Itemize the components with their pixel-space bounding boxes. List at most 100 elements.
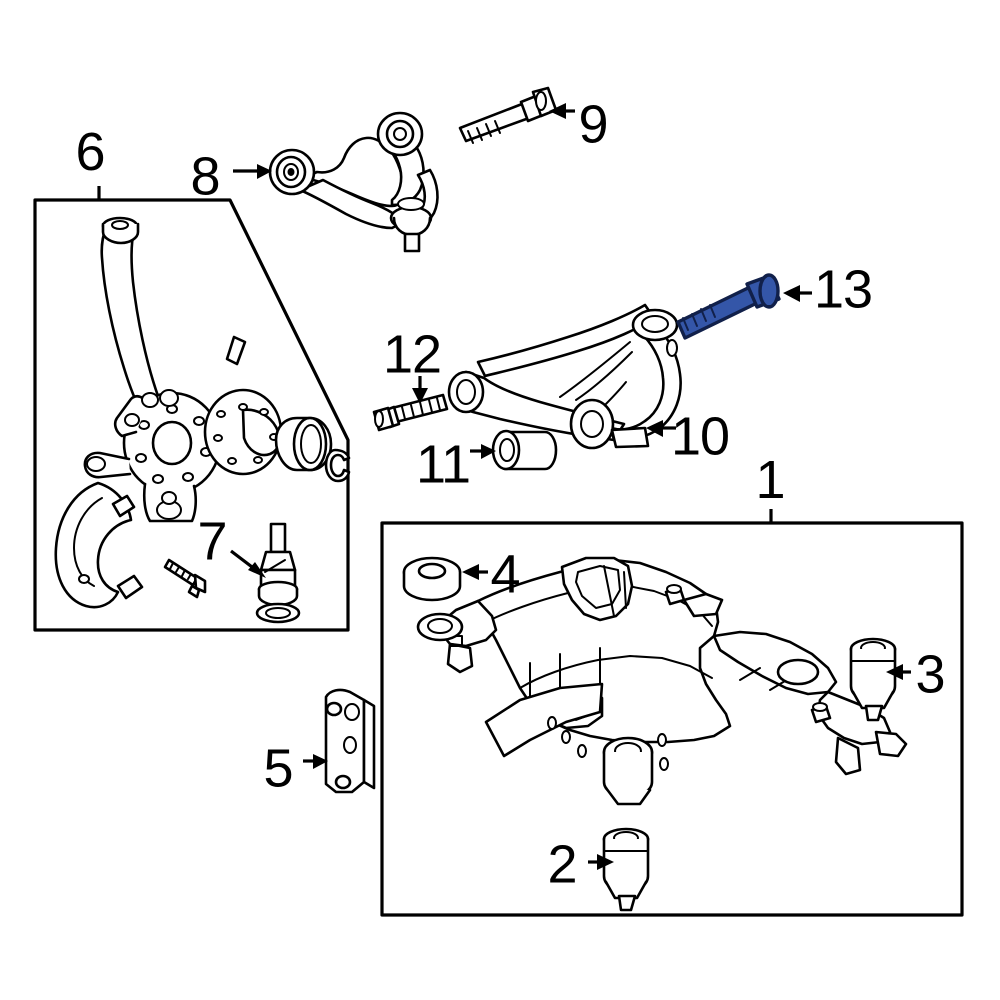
knuckle-strut-top-collar (101, 222, 140, 245)
knuckle-bolt-hole-7 (138, 420, 150, 430)
knuckle-bolt-hole-4 (182, 472, 194, 482)
bracket-hole-mid (343, 736, 357, 754)
washer-bore (417, 562, 447, 580)
callout-label-13[interactable]: 13 (814, 259, 873, 319)
lca-rear-mount-bore (641, 315, 669, 333)
ball-joint-stud (269, 522, 287, 554)
rail-hole-5 (657, 733, 667, 747)
bracket-edge (362, 698, 376, 790)
ball-joint-boot (257, 587, 299, 607)
lower-control-arm[interactable] (447, 303, 682, 450)
subframe-right-bushing-eye (776, 658, 820, 686)
uca-bolt-threads (467, 120, 501, 144)
callout-label-7[interactable]: 7 (197, 511, 227, 571)
callout-label-6[interactable]: 6 (75, 122, 105, 182)
callout-7-pointer (230, 549, 266, 578)
uca-bj-stud (403, 232, 421, 253)
wheel-bearing-race (300, 424, 322, 464)
hub-hole-6 (213, 434, 223, 442)
callout-label-10[interactable]: 10 (671, 406, 730, 466)
subframe-right-tab-2 (874, 730, 908, 758)
callout-label-8[interactable]: 8 (190, 146, 220, 206)
hub-hole-4 (253, 456, 263, 464)
callout-label-5[interactable]: 5 (263, 738, 293, 798)
rail-hole-2 (561, 730, 571, 744)
upper-control-arm-bolt[interactable] (458, 86, 575, 144)
washer-body (402, 570, 462, 602)
steering-knuckle[interactable] (54, 216, 351, 624)
callout-11-pointer (470, 444, 496, 459)
dowel-pin (225, 335, 247, 366)
ball-joint-highlight-line (264, 559, 286, 573)
subframe-boss-top-hole (666, 584, 682, 594)
callout-label-1[interactable]: 1 (755, 450, 785, 510)
callout-label-12[interactable]: 12 (383, 324, 442, 384)
subframe-front-boss-bottom (604, 786, 652, 806)
ball-joint-taper (259, 550, 297, 572)
callout-label-11[interactable]: 11 (416, 434, 471, 494)
uca-front-bushing-center (287, 168, 295, 176)
callout-label-2[interactable]: 2 (547, 834, 577, 894)
lower-ball-joint[interactable] (255, 522, 301, 624)
hub-bolt-flange (187, 584, 201, 599)
callout-label-9[interactable]: 9 (578, 94, 608, 154)
lca-web-line-2 (575, 351, 633, 401)
knuckle-upper-ear-hole-2 (124, 413, 140, 427)
lower-control-arm-bolt[interactable] (372, 376, 449, 432)
subframe-boss-top-plate (682, 592, 724, 618)
subframe-right-tab (834, 736, 862, 776)
rail-hole-4 (659, 757, 669, 771)
knuckle-lower-arm-hole (86, 456, 106, 472)
uca-bj-boot (392, 216, 432, 237)
callout-3-pointer (886, 664, 911, 680)
bolt-13-threads (682, 304, 716, 331)
subframe-crossmember[interactable] (416, 556, 908, 806)
subframe-left-bushing-bore (427, 618, 453, 634)
bushing-3-stud (864, 704, 884, 722)
splash-shield-tab-2 (111, 494, 136, 518)
callout-13-pointer (783, 285, 812, 302)
mounting-bracket[interactable] (303, 688, 376, 794)
callout-label-4[interactable]: 4 (490, 544, 520, 604)
bracket-boss-bottom (334, 774, 352, 790)
snap-ring (324, 448, 351, 483)
upper-control-arm[interactable] (233, 111, 439, 253)
lower-control-arm-mounting-bolt[interactable] (676, 273, 812, 340)
subframe-top-edge (485, 585, 713, 627)
knuckle-bolt-hole-6 (135, 453, 147, 463)
lca-bolt-threads (401, 397, 441, 420)
subframe-bottom-rail (484, 682, 604, 758)
subframe-bushing-rear[interactable] (849, 637, 911, 722)
callout-9-pointer (549, 103, 575, 119)
lca-rear-leg (476, 303, 656, 378)
uca-bj-top (397, 197, 425, 211)
hub-hole-1 (238, 403, 248, 411)
hub-hole-2 (259, 408, 269, 416)
splash-shield-hole (78, 574, 90, 584)
callout-2-pointer (588, 854, 614, 870)
subframe-bushing-front[interactable] (588, 827, 650, 912)
knuckle-hub-bore (151, 420, 193, 466)
bracket-hole-upper (344, 703, 360, 721)
knuckle-bj-stud (161, 491, 177, 505)
knuckle-upper-boss (159, 389, 179, 407)
callout-label-3[interactable]: 3 (915, 644, 945, 704)
knuckle-upper-ear-hole (141, 392, 159, 408)
lca-stabilizer-tab (610, 426, 650, 449)
rail-hole-1 (547, 716, 557, 730)
callout-8-pointer (233, 164, 272, 179)
hub-bolt (163, 558, 207, 599)
lca-rear-mount-hole (666, 339, 678, 357)
lca-bolt-head-face (374, 410, 384, 428)
subframe-washer[interactable] (402, 556, 488, 602)
lower-control-arm-bushing[interactable] (470, 429, 558, 471)
knuckle-strut-bore (111, 220, 129, 230)
ball-joint-washer-bore (265, 607, 291, 619)
subframe-tower-lines (603, 565, 627, 617)
callout-10-pointer (646, 420, 676, 437)
lca-web-line-1 (559, 341, 631, 398)
uca-rear-bushing-bore (393, 127, 407, 141)
bolt-13-shank (676, 285, 759, 340)
